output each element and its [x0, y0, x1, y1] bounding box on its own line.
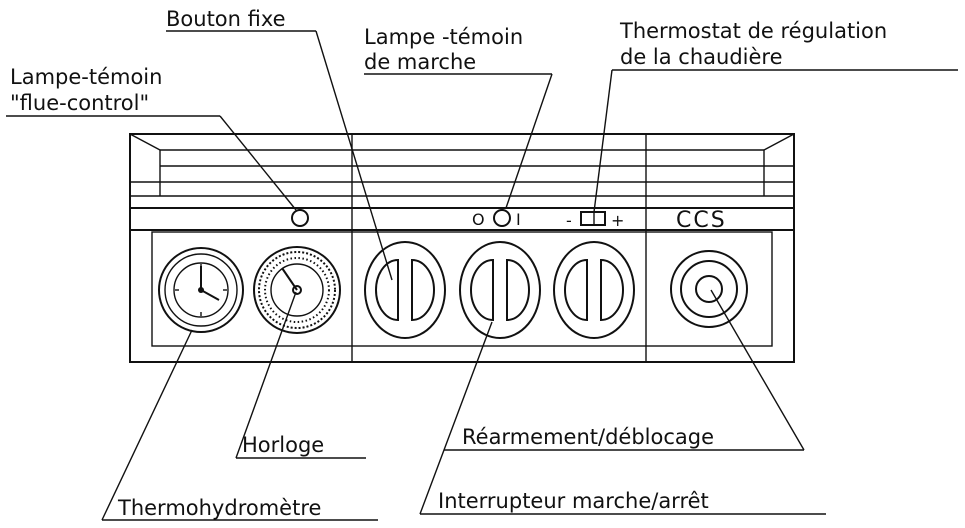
label-thermostat-line2: de la chaudière [620, 45, 783, 69]
thermohydrometer-gauge-icon [158, 247, 244, 333]
control-panel [129, 133, 795, 363]
leader-thermohydrometre [101, 329, 193, 521]
power-lamp-icon [493, 209, 511, 227]
label-flue-control-line2: "flue-control" [10, 91, 149, 115]
switch-off-symbol: O [472, 210, 485, 229]
label-lampe-marche-line2: de marche [364, 50, 476, 74]
bevel-left [129, 133, 161, 151]
thermostat-scale-icon [580, 211, 606, 226]
leader-lines [101, 30, 805, 521]
fixed-button-knob [364, 241, 446, 339]
leader-horloge [235, 291, 297, 459]
label-thermostat-line1: Thermostat de régulation [619, 19, 887, 43]
bevel-right [763, 133, 795, 151]
leader-flue-control [219, 115, 297, 211]
label-rearmement: Réarmement/déblocage [462, 425, 714, 449]
brand-logo: CCS [676, 208, 727, 233]
flue-control-lamp-icon [291, 209, 309, 227]
switch-on-symbol: I [516, 210, 521, 229]
thermostat-scale: - + [566, 211, 624, 230]
on-off-switch-knob [459, 241, 541, 339]
thermostat-plus: + [611, 211, 624, 230]
panel-outer-frame [129, 133, 795, 363]
label-thermohydrometre: Thermohydromètre [117, 496, 321, 520]
panel-inner-frame [151, 231, 773, 347]
power-indicator-group: O I [472, 209, 521, 229]
leader-thermostat [593, 69, 613, 213]
leader-bouton-fixe [315, 30, 393, 281]
leader-rearmement [710, 289, 805, 451]
label-bouton-fixe: Bouton fixe [166, 7, 286, 31]
thermostat-minus: - [566, 211, 572, 230]
leader-lampe-marche [505, 73, 553, 209]
label-interrupteur: Interrupteur marche/arrêt [438, 489, 709, 513]
label-horloge: Horloge [242, 433, 324, 457]
reset-button-icon [670, 250, 748, 328]
thermostat-knob [553, 241, 635, 339]
clock-icon [253, 246, 341, 334]
label-lampe-marche-line1: Lampe -témoin [364, 25, 523, 49]
leader-interrupteur [419, 321, 493, 515]
label-flue-control-line1: Lampe-témoin [10, 65, 162, 89]
